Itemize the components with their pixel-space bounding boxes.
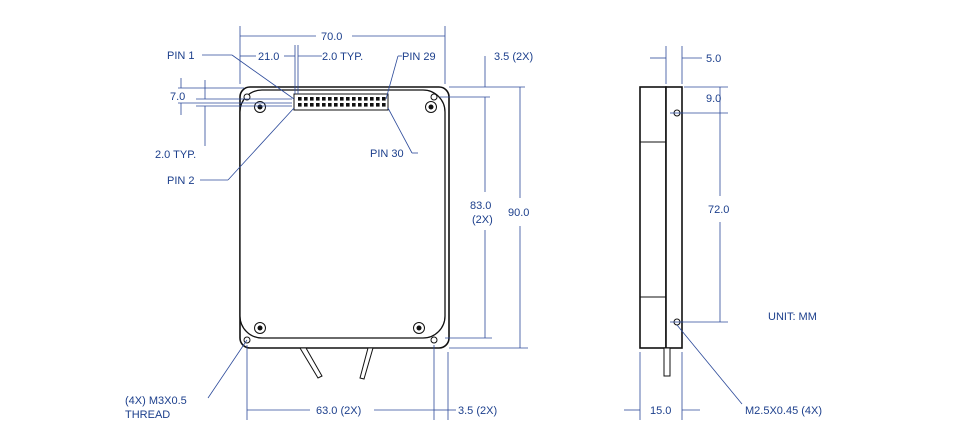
connector-pin	[304, 97, 308, 101]
side-note-thread: M2.5X0.45 (4X)	[745, 405, 822, 417]
connector-pin	[298, 103, 302, 107]
thread-hole-tr	[430, 93, 438, 101]
thread-hole-br	[430, 336, 438, 344]
unit-label: UNIT: MM	[768, 311, 817, 323]
connector-pin	[340, 103, 344, 107]
fiber-lead-right	[359, 347, 374, 380]
connector-pin	[352, 103, 356, 107]
connector-pin	[346, 97, 350, 101]
fiber-lead-left	[299, 347, 323, 379]
side-dim-hole-spacing: 72.0	[708, 204, 729, 216]
front-view	[239, 86, 450, 380]
connector-pin	[370, 97, 374, 101]
side-view	[639, 86, 684, 377]
connector-pin	[334, 103, 338, 107]
connector-pin	[304, 103, 308, 107]
connector-pin	[364, 103, 368, 107]
connector-pin	[328, 103, 332, 107]
dim-width-total: 70.0	[321, 31, 342, 43]
side-dim-hole-offset: 9.0	[706, 93, 721, 105]
label-pin1: PIN 1	[167, 50, 195, 62]
side-dimensions: 5.0 9.0 72.0 15.0 M2.5X0.45 (4X)	[624, 46, 822, 420]
side-flange	[665, 86, 683, 349]
connector-pin	[298, 97, 302, 101]
note-thread-line2: THREAD	[125, 409, 170, 421]
dim-pin-pitch-top: 2.0 TYP.	[322, 51, 363, 63]
connector-pin	[310, 97, 314, 101]
front-lid-inner	[239, 89, 446, 339]
dim-pin-row-offset: 7.0	[170, 91, 185, 103]
dim-height-total: 90.0	[508, 207, 529, 219]
connector-pin	[334, 97, 338, 101]
connector-pin	[328, 97, 332, 101]
side-dim-depth: 15.0	[650, 405, 671, 417]
note-thread-line1: (4X) M3X0.5	[125, 395, 187, 407]
side-fiber-lead	[663, 347, 671, 377]
connector-pin	[370, 103, 374, 107]
side-body	[639, 86, 667, 349]
connector	[293, 93, 389, 111]
dim-hole-spacing-h: 63.0 (2X)	[316, 405, 361, 417]
dim-hole-offset-top: 3.5 (2X)	[494, 51, 533, 63]
connector-pin	[376, 103, 380, 107]
thread-hole-tl	[243, 93, 251, 101]
mounting-hole-bottom-right	[413, 322, 425, 334]
connector-pin	[382, 97, 386, 101]
connector-pin	[376, 97, 380, 101]
connector-pin	[364, 97, 368, 101]
side-dim-flange: 5.0	[706, 53, 721, 65]
connector-pin	[340, 97, 344, 101]
connector-pins	[298, 97, 386, 107]
dim-pin1-offset: 21.0	[258, 51, 279, 63]
connector-pin	[322, 97, 326, 101]
connector-pin	[316, 97, 320, 101]
connector-pin	[322, 103, 326, 107]
connector-pin	[358, 97, 362, 101]
mounting-hole-bottom-left	[254, 322, 266, 334]
dim-hole-spacing-v-line1: 83.0	[470, 200, 491, 212]
connector-pin	[382, 103, 386, 107]
label-pin2: PIN 2	[167, 175, 195, 187]
front-dimensions: 70.0 21.0 2.0 TYP. PIN 1 PIN 29 7.0 2.0 …	[125, 26, 533, 421]
connector-pin	[310, 103, 314, 107]
mounting-hole-top-right	[425, 101, 437, 113]
connector-pin	[316, 103, 320, 107]
connector-pin	[352, 97, 356, 101]
dim-pin-pitch-side: 2.0 TYP.	[155, 149, 196, 161]
label-pin29: PIN 29	[402, 51, 436, 63]
connector-pin	[358, 103, 362, 107]
dim-hole-spacing-v-line2: (2X)	[472, 214, 493, 226]
dim-hole-offset-bottom: 3.5 (2X)	[458, 405, 497, 417]
connector-pin	[346, 103, 350, 107]
label-pin30: PIN 30	[370, 148, 404, 160]
